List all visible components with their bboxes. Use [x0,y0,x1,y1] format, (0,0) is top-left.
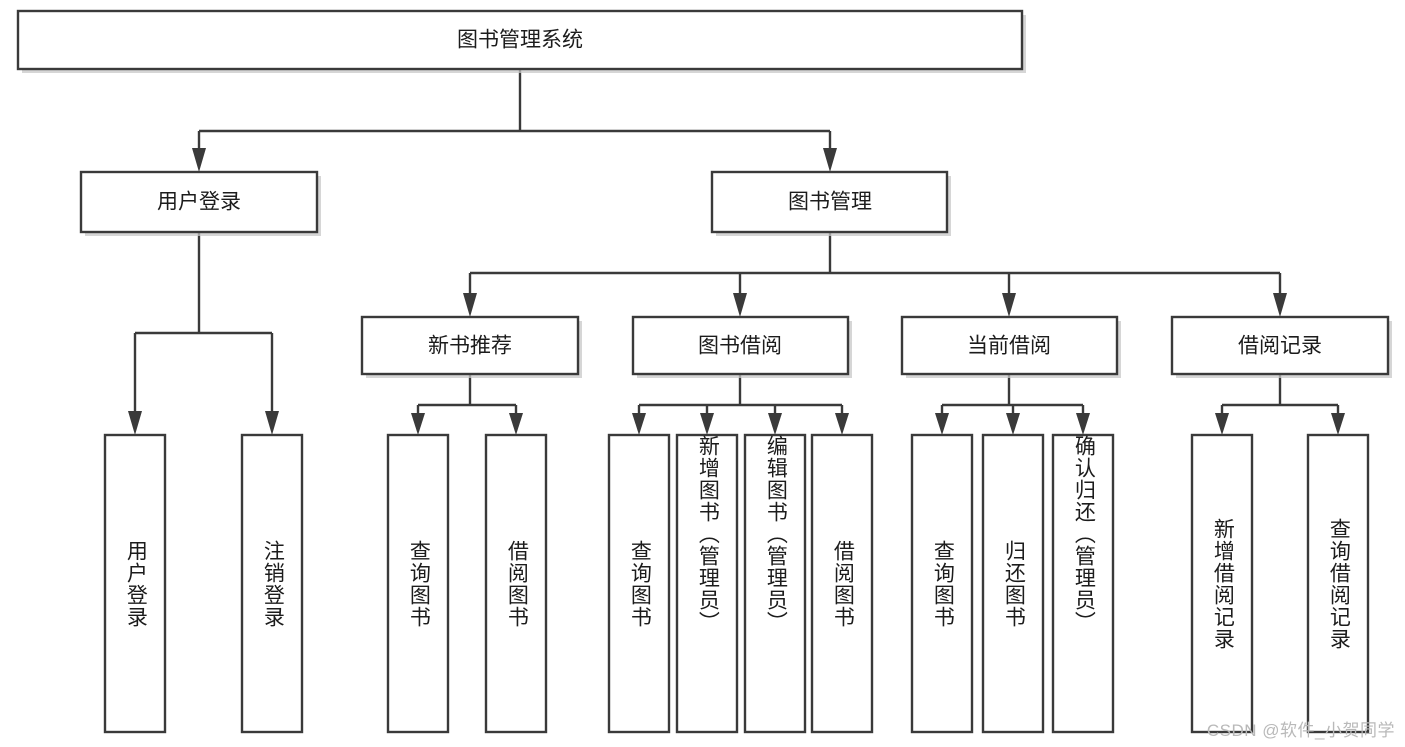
leaf-edit-book-box[interactable] [743,433,807,734]
arrow-to-leaf-query-book-1 [411,413,425,435]
arrow-to-leaf-return-book [1006,413,1020,435]
root-box[interactable] [16,9,1024,71]
current-borrow-label: 当前借阅 [967,335,1051,358]
book-borrow-label: 图书借阅 [698,335,782,358]
arrow-to-book-manage [823,148,837,172]
node-user-login[interactable]: 用户登录 [79,170,321,236]
user-login-label: 用户登录 [157,191,241,214]
leaf-confirm-return-box[interactable] [1051,433,1115,734]
arrow-to-leaf-add-book [700,413,714,435]
book-manage-label: 图书管理 [788,191,872,214]
arrow-to-leaf-confirm-return [1076,413,1090,435]
arrow-to-leaf-query-book-3 [935,413,949,435]
new-book-recommend-box[interactable] [360,315,580,376]
node-book-manage[interactable]: 图书管理 [710,170,951,236]
arrow-to-book-borrow [733,293,747,317]
leaf-layer [103,433,1370,734]
leaf-return-book-box[interactable] [981,433,1045,734]
arrow-to-user-login [192,148,206,172]
arrow-to-leaf-user-logout [265,411,279,435]
leaf-borrow-book-2-box[interactable] [810,433,874,734]
arrow-to-leaf-user-login [128,411,142,435]
leaf-add-book-box[interactable] [675,433,739,734]
arrow-to-leaf-borrow-book-1 [509,413,523,435]
arrow-to-leaf-borrow-book-2 [835,413,849,435]
root-label: 图书管理系统 [457,29,583,52]
node-borrow-record[interactable]: 借阅记录 [1170,315,1392,378]
new-book-recommend-label: 新书推荐 [428,335,512,358]
user-login-box[interactable] [79,170,319,234]
node-root[interactable]: 图书管理系统 [16,9,1026,73]
leaf-borrow-book-1-box[interactable] [484,433,548,734]
leaf-add-record-box[interactable] [1190,433,1254,734]
arrow-to-new-book-recommend [463,293,477,317]
leaf-query-book-1-box[interactable] [386,433,450,734]
borrow-record-box[interactable] [1170,315,1390,376]
arrow-to-current-borrow [1002,293,1016,317]
connector-layer [128,69,1345,435]
arrow-to-leaf-add-record [1215,413,1229,435]
node-book-borrow[interactable]: 图书借阅 [631,315,852,378]
arrow-to-borrow-record [1273,293,1287,317]
leaf-query-book-2-box[interactable] [607,433,671,734]
leaf-user-logout-box[interactable] [240,433,304,734]
current-borrow-box[interactable] [900,315,1119,376]
book-borrow-box[interactable] [631,315,850,376]
arrow-to-leaf-edit-book [768,413,782,435]
arrow-to-leaf-query-record [1331,413,1345,435]
node-new-book-recommend[interactable]: 新书推荐 [360,315,582,378]
leaf-user-login-box[interactable] [103,433,167,734]
book-manage-box[interactable] [710,170,949,234]
leaf-query-record-box[interactable] [1306,433,1370,734]
borrow-record-label: 借阅记录 [1238,335,1322,358]
leaf-query-book-3-box[interactable] [910,433,974,734]
arrow-to-leaf-query-book-2 [632,413,646,435]
node-current-borrow[interactable]: 当前借阅 [900,315,1121,378]
